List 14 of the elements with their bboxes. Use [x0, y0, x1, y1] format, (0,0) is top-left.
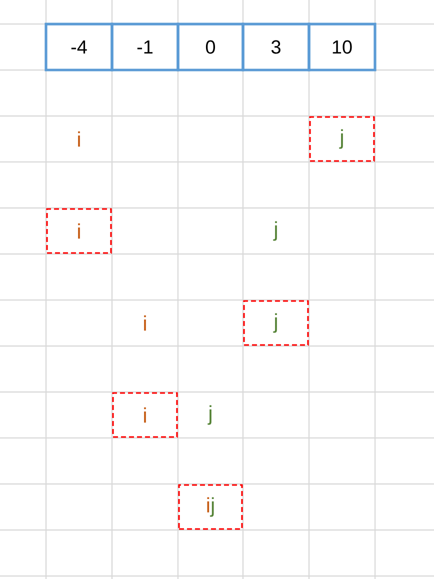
pointer-label: i: [144, 315, 146, 331]
array-cell: 3: [242, 22, 310, 72]
pointer-label: i: [78, 131, 80, 147]
highlight-box: i: [112, 392, 178, 438]
array-cell: 0: [176, 22, 244, 72]
array-cell: 10: [308, 22, 376, 72]
array-cell: -1: [110, 22, 180, 72]
array-cell: -4: [44, 22, 114, 72]
highlight-box: j: [309, 116, 375, 162]
highlight-box: i: [46, 208, 112, 254]
pointer-label: j: [273, 221, 277, 241]
highlight-box: j: [243, 300, 309, 346]
highlight-box: ij: [178, 484, 243, 530]
pointer-label: j: [208, 405, 212, 425]
